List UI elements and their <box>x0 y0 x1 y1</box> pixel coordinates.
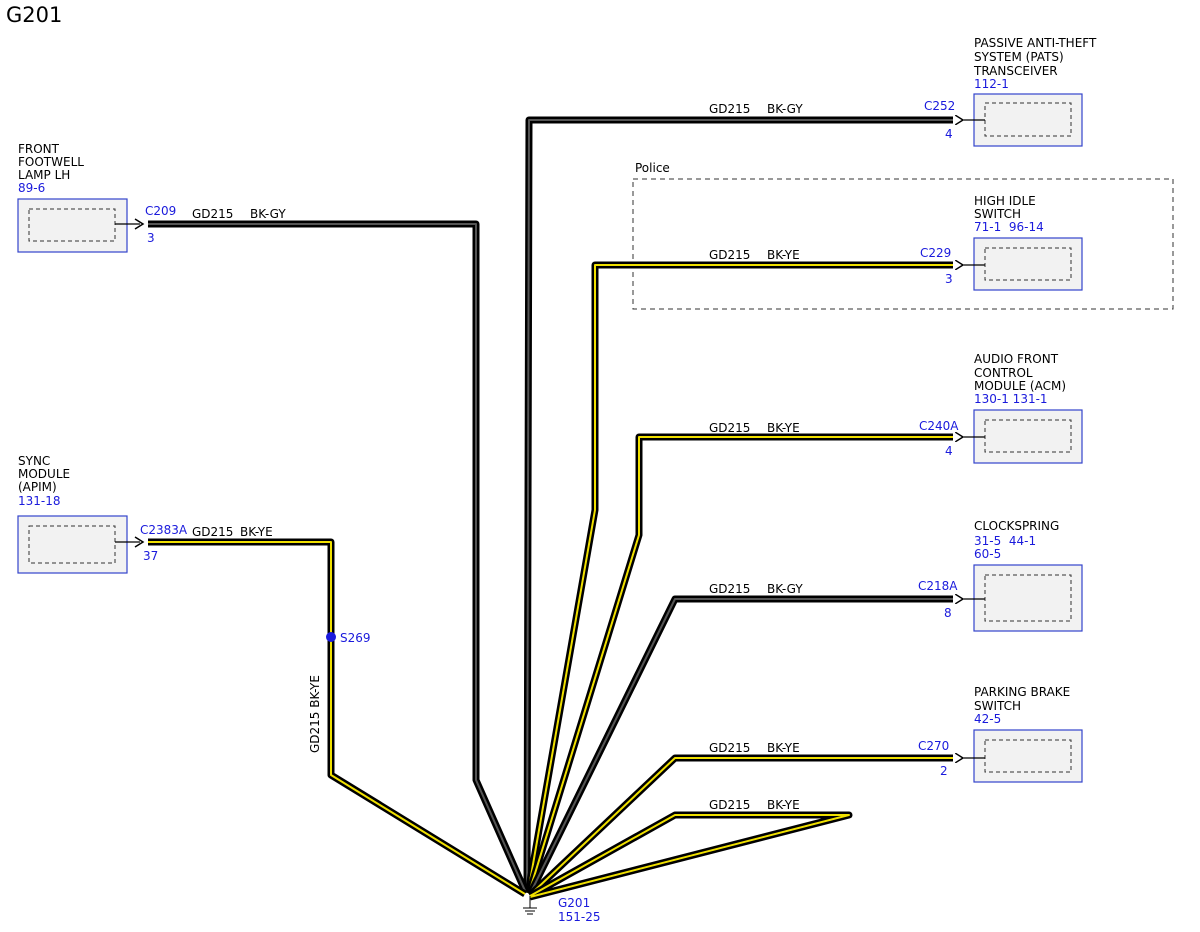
wire-clockspring[interactable] <box>526 595 953 896</box>
clockspring-ref-2: 60-5 <box>974 547 1001 561</box>
wire-footwell[interactable] <box>148 220 530 895</box>
wire-sync-color: BK-YE <box>240 525 273 539</box>
sync-ref: 131-18 <box>18 494 61 508</box>
acm-name-line-3: MODULE (ACM) <box>974 379 1066 393</box>
wire-loop[interactable] <box>528 811 853 901</box>
ground-ref: 151-25 <box>558 910 601 924</box>
footwell-name-line-2: FOOTWELL <box>18 155 84 169</box>
wire-sync-vertical-label: GD215 BK-YE <box>308 675 322 753</box>
wire-high-idle[interactable] <box>524 261 953 894</box>
splice-label: S269 <box>340 631 371 645</box>
high-idle-connector: C229 <box>920 246 951 260</box>
connector-arrow-icon <box>134 218 145 230</box>
connector-arrow-icon <box>134 536 145 548</box>
sync-name-line-1: SYNC <box>18 454 50 468</box>
sync-name-line-2: MODULE <box>18 467 70 481</box>
acm-name-line-1: AUDIO FRONT <box>974 352 1059 366</box>
wire-parking-brake-color: BK-YE <box>767 741 800 755</box>
sync-name-line-3: (APIM) <box>18 480 57 494</box>
wire-acm-circuit: GD215 <box>709 421 750 435</box>
wire-high-idle-color: BK-YE <box>767 248 800 262</box>
footwell-pin: 3 <box>147 231 155 245</box>
component-footwell-lamp[interactable] <box>17 198 145 253</box>
high-idle-name-line-2: SWITCH <box>974 207 1021 221</box>
pats-ref: 112-1 <box>974 77 1009 91</box>
parking-brake-name-line-2: SWITCH <box>974 699 1021 713</box>
parking-brake-pin: 2 <box>940 764 948 778</box>
wire-clockspring-color: BK-GY <box>767 582 803 596</box>
clockspring-pin: 8 <box>944 606 952 620</box>
splice-dot[interactable] <box>326 632 336 642</box>
wire-sync-circuit: GD215 <box>192 525 233 539</box>
wire-pats-circuit: GD215 <box>709 102 750 116</box>
clockspring-ref-1: 31-5 44-1 <box>974 534 1036 548</box>
acm-name-line-2: CONTROL <box>974 366 1033 380</box>
wire-acm[interactable] <box>525 433 953 895</box>
wire-footwell-circuit: GD215 <box>192 207 233 221</box>
page-title: G201 <box>6 3 62 27</box>
footwell-name-line-1: FRONT <box>18 142 60 156</box>
high-idle-pin: 3 <box>945 272 953 286</box>
component-parking-brake[interactable] <box>962 729 1083 783</box>
wire-pats[interactable] <box>523 116 953 894</box>
parking-brake-ref: 42-5 <box>974 712 1001 726</box>
footwell-name-line-3: LAMP LH <box>18 168 70 182</box>
sync-pin: 37 <box>143 549 158 563</box>
clockspring-connector: C218A <box>918 579 958 593</box>
high-idle-name-line-1: HIGH IDLE <box>974 194 1036 208</box>
component-high-idle[interactable] <box>962 237 1083 291</box>
wire-sync[interactable] <box>148 538 527 897</box>
wire-parking-brake-circuit: GD215 <box>709 741 750 755</box>
component-pats[interactable] <box>962 93 1083 147</box>
acm-connector: C240A <box>919 419 959 433</box>
acm-pin: 4 <box>945 444 953 458</box>
police-region <box>632 178 1174 310</box>
footwell-connector: C209 <box>145 204 176 218</box>
wire-parking-brake[interactable] <box>527 754 953 898</box>
component-sync-module[interactable] <box>17 515 145 574</box>
parking-brake-name-line-1: PARKING BRAKE <box>974 685 1070 699</box>
ground-label: G201 <box>558 896 590 910</box>
pats-pin: 4 <box>945 127 953 141</box>
wire-clockspring-circuit: GD215 <box>709 582 750 596</box>
ground-icon <box>523 896 537 915</box>
wire-loop-circuit: GD215 <box>709 798 750 812</box>
pats-connector: C252 <box>924 99 955 113</box>
component-acm[interactable] <box>962 409 1083 464</box>
component-clockspring[interactable] <box>962 564 1083 632</box>
pats-name-line-1: PASSIVE ANTI-THEFT <box>974 36 1097 50</box>
high-idle-ref: 71-1 96-14 <box>974 220 1044 234</box>
wire-pats-color: BK-GY <box>767 102 803 116</box>
wire-loop-color: BK-YE <box>767 798 800 812</box>
wire-footwell-color: BK-GY <box>250 207 286 221</box>
wire-acm-color: BK-YE <box>767 421 800 435</box>
pats-name-line-2: SYSTEM (PATS) <box>974 50 1064 64</box>
wire-high-idle-circuit: GD215 <box>709 248 750 262</box>
clockspring-name-line-1: CLOCKSPRING <box>974 519 1059 533</box>
parking-brake-connector: C270 <box>918 739 949 753</box>
police-region-label: Police <box>635 161 670 175</box>
footwell-ref: 89-6 <box>18 181 45 195</box>
pats-name-line-3: TRANSCEIVER <box>973 64 1058 78</box>
acm-ref: 130-1 131-1 <box>974 392 1048 406</box>
wires-group <box>148 116 953 901</box>
sync-connector: C2383A <box>140 523 188 537</box>
